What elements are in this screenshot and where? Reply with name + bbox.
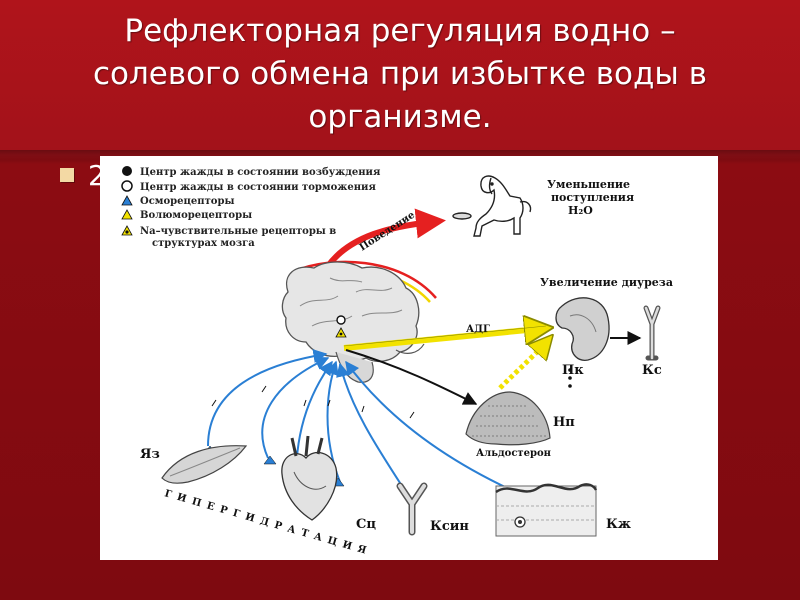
aldosterone-feedback-arrow: [500, 338, 550, 388]
nerve-direction-ticks: [212, 386, 414, 418]
ksin-label: Ксин: [430, 519, 469, 534]
legend-text-6: структурах мозга: [152, 238, 255, 249]
hyperhydration-label: ГИПЕРГИДРАТАЦИЯ: [163, 488, 373, 558]
filled-circle-icon: [122, 166, 132, 176]
triangle-dot: [125, 230, 128, 233]
bullet-square-icon: [60, 168, 74, 182]
regulation-diagram: Центр жажды в состоянии возбуждения Цент…: [100, 156, 718, 560]
yellow-triangle-icon: [122, 210, 132, 219]
reduce-intake-line-3: H₂O: [568, 204, 593, 217]
legend-text-5: Na–чувствительные рецепторы в: [140, 226, 336, 237]
yaz-label: Яз: [140, 447, 160, 462]
aldosterone-label: Альдостерон: [476, 448, 551, 459]
title-line-2: солевого обмена при избытке воды в: [40, 53, 760, 96]
thirst-center-icon: [337, 316, 345, 324]
blue-triangle-icon: [122, 196, 132, 205]
tongue-drawing: [162, 446, 246, 483]
title-line-3: организме.: [40, 96, 760, 139]
sc-label: Сц: [356, 517, 376, 532]
behavior-label: Поведение: [358, 210, 417, 254]
legend-text-3: Осморецепторы: [140, 196, 234, 207]
reduce-intake-line-2: поступления: [551, 191, 634, 204]
diagram-svg: Центр жажды в состоянии возбуждения Цент…: [100, 156, 718, 560]
legend-text-2: Центр жажды в состоянии торможения: [140, 182, 376, 193]
skin-drawing: [496, 484, 596, 536]
kzh-label: Кж: [606, 517, 631, 532]
open-circle-icon: [122, 181, 132, 191]
legend: Центр жажды в состоянии возбуждения Цент…: [122, 166, 381, 249]
adh-label: АДГ: [466, 324, 490, 335]
legend-text-1: Центр жажды в состоянии возбуждения: [140, 167, 381, 178]
legend-text-4: Волюморецепторы: [140, 210, 252, 221]
ks-label: Кс: [642, 363, 662, 378]
heart-drawing: [282, 436, 337, 520]
vessel-ksin-drawing: [400, 486, 424, 532]
pk-label: Пк: [562, 363, 584, 378]
brain-drawing: [282, 262, 424, 382]
vessel-ks-drawing: [646, 308, 658, 358]
na-receptor-dot: [340, 333, 343, 336]
reduce-intake-line-1: Уменьшение: [547, 178, 630, 191]
dog-drawing: [453, 176, 531, 236]
slide-title: Рефлекторная регуляция водно – солевого …: [40, 10, 760, 139]
np-label: Нп: [553, 415, 575, 430]
diuresis-label: Увеличение диуреза: [540, 276, 673, 289]
adrenal-drawing: [466, 392, 550, 445]
title-line-1: Рефлекторная регуляция водно –: [40, 10, 760, 53]
